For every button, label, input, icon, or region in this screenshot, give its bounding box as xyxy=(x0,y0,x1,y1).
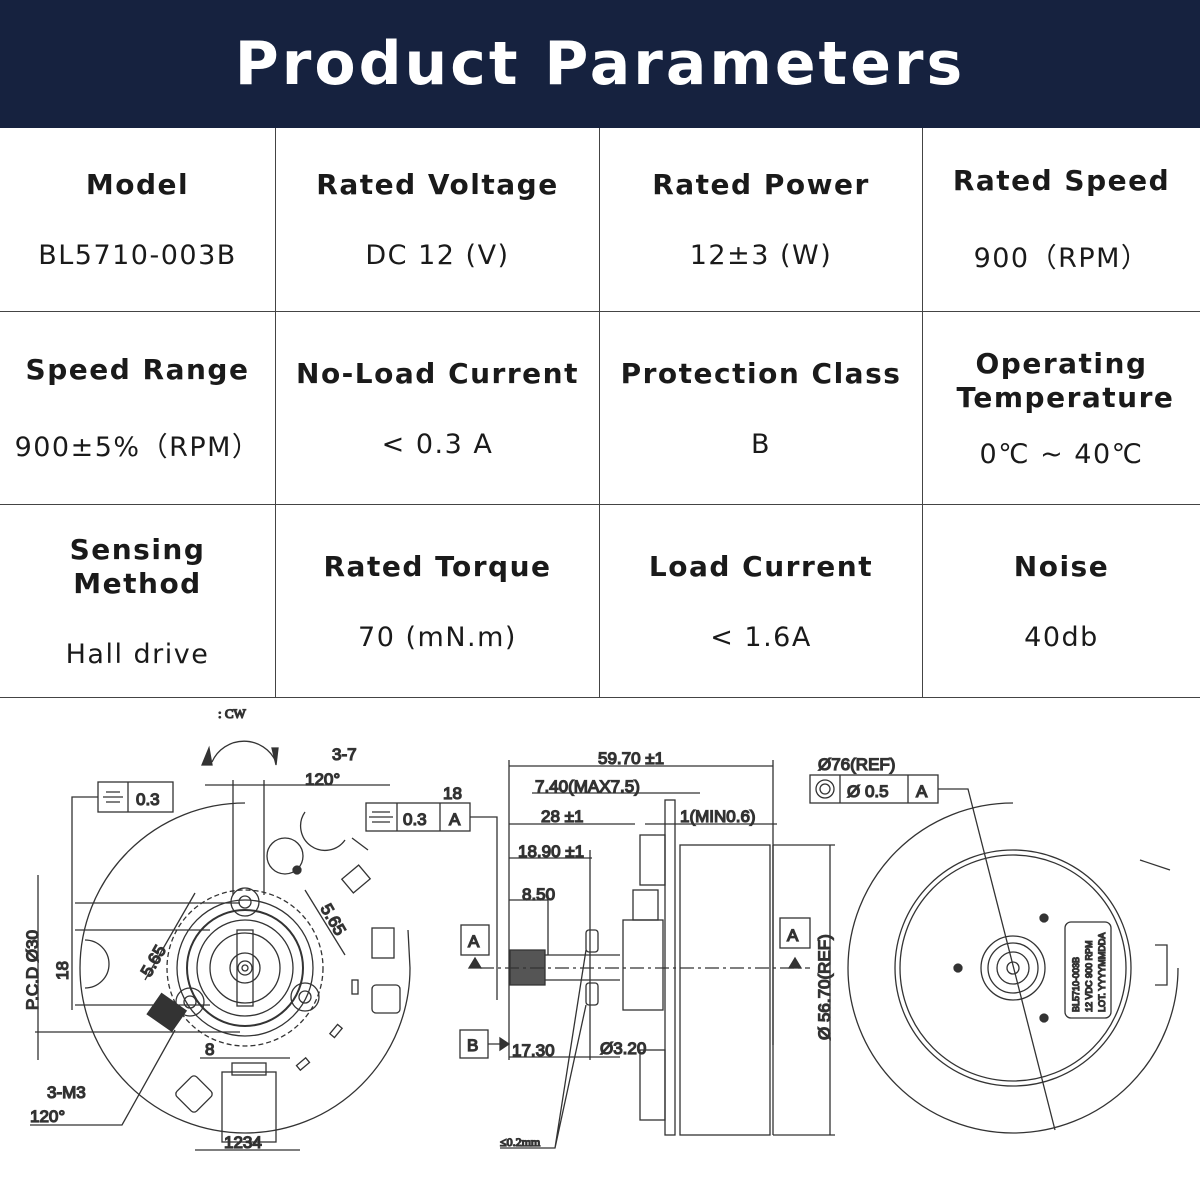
dim-1: 1(MIN0.6) xyxy=(680,807,756,826)
datum-b: B xyxy=(459,1029,511,1059)
param-label: Noise xyxy=(1013,550,1110,583)
param-cell-speed-range: Speed Range 900±5%（RPM） xyxy=(0,312,276,505)
concentricity-box: Ø 0.5 A xyxy=(809,774,939,804)
param-label: Rated Power xyxy=(652,168,870,201)
param-value: Hall drive xyxy=(65,639,210,670)
dim-1730: 17.30 xyxy=(512,1041,555,1060)
param-cell-rated-power: Rated Power 12±3 (W) xyxy=(600,128,923,312)
param-label: Sensing Method xyxy=(69,533,206,600)
angle-bottom-label: 120° xyxy=(30,1107,65,1126)
param-label: Rated Voltage xyxy=(316,168,559,201)
param-label: Speed Range xyxy=(25,352,250,386)
flatness-box: 0.3 xyxy=(97,781,174,813)
back-view: Ø76(REF) Ø 0.5 A BL5710-003B 12 VDC 900 … xyxy=(809,754,1179,1134)
svg-text:A: A xyxy=(787,926,799,945)
screws-label: 3-M3 xyxy=(47,1083,86,1102)
param-cell-rated-voltage: Rated Voltage DC 12 (V) xyxy=(276,128,600,312)
svg-text:12 VDC 900 RPM: 12 VDC 900 RPM xyxy=(1084,940,1094,1012)
datum-a-right: A xyxy=(779,917,811,969)
dim-740: 7.40(MAX7.5) xyxy=(535,777,640,796)
svg-text:B: B xyxy=(467,1036,478,1055)
dim-565-right: 5.65 xyxy=(317,901,350,939)
param-label: Protection Class xyxy=(620,356,902,390)
param-cell-rated-speed: Rated Speed 900（RPM） xyxy=(923,128,1200,312)
param-value: 900（RPM） xyxy=(973,243,1150,274)
param-value: 70 (mN.m) xyxy=(358,622,517,653)
svg-text:A: A xyxy=(468,932,480,951)
param-value: DC 12 (V) xyxy=(365,240,510,271)
param-value: 900±5%（RPM） xyxy=(14,431,261,463)
rotation-arrow-icon xyxy=(211,740,277,763)
param-label: Operating Temperature xyxy=(956,346,1175,414)
dim-diameter-ref: Ø76(REF) xyxy=(818,755,895,774)
param-cell-rated-torque: Rated Torque 70 (mN.m) xyxy=(276,505,600,698)
svg-text:0.3: 0.3 xyxy=(403,810,427,829)
pcd-label: P.C.D Ø30 xyxy=(23,930,42,1010)
param-label: Model xyxy=(85,168,190,201)
dim-8: 8 xyxy=(205,1040,214,1059)
datum-a-left: A xyxy=(460,924,490,969)
svg-text:A: A xyxy=(916,782,928,801)
svg-text:Ø 0.5: Ø 0.5 xyxy=(847,782,889,801)
param-cell-load-current: Load Current < 1.6A xyxy=(600,505,923,698)
param-cell-no-load-current: No-Load Current < 0.3 A xyxy=(276,312,600,505)
side-view: 18 0.3 A 59.70 ±1 7.40(MAX7.5) 28 ±1 1(M… xyxy=(365,748,835,1150)
param-value: 40db xyxy=(1024,622,1099,653)
svg-text:0.3: 0.3 xyxy=(136,790,160,809)
technical-drawing: : CW 3-7 120° 0.3 P.C.D Ø30 18 5.65 xyxy=(0,698,1200,1200)
param-value: < 1.6A xyxy=(710,622,812,653)
dim-28: 28 ±1 xyxy=(541,807,583,826)
param-value: BL5710-003B xyxy=(38,240,237,271)
param-value: 12±3 (W) xyxy=(689,240,833,271)
svg-text:BL5710-003B: BL5710-003B xyxy=(1071,957,1081,1012)
param-value: < 0.3 A xyxy=(381,428,494,460)
dim-18: 18 xyxy=(443,784,462,803)
dim-18-vertical: 18 xyxy=(53,961,72,980)
dim-850: 8.50 xyxy=(522,885,555,904)
dim-diameter-body: Ø 56.70(REF) xyxy=(815,934,834,1040)
angle-label: 120° xyxy=(305,770,340,789)
svg-text:A: A xyxy=(449,810,461,829)
connector-pins-label: 1234 xyxy=(224,1133,262,1152)
rotation-label: : CW xyxy=(218,706,247,721)
tolerance-box: 0.3 A xyxy=(365,802,471,832)
param-label: No-Load Current xyxy=(296,356,579,390)
param-label: Rated Torque xyxy=(323,550,552,583)
param-value: B xyxy=(750,428,772,460)
param-cell-noise: Noise 40db xyxy=(923,505,1200,698)
param-label: Load Current xyxy=(648,550,874,583)
holes-label: 3-7 xyxy=(332,745,357,764)
motor-body xyxy=(679,844,771,1136)
svg-text:LOT. YYYYMMDDA: LOT. YYYYMMDDA xyxy=(1097,933,1107,1012)
param-cell-operating-temperature: Operating Temperature 0℃ ~ 40℃ xyxy=(923,312,1200,505)
runout-label: ≤0.2mm xyxy=(500,1135,541,1149)
page-title: Product Parameters xyxy=(234,29,966,99)
dim-1890: 18.90 ±1 xyxy=(518,842,584,861)
dim-shaft-diameter: Ø3.20 xyxy=(600,1039,646,1058)
header-banner: Product Parameters xyxy=(0,0,1200,128)
motor-label-sticker: BL5710-003B 12 VDC 900 RPM LOT. YYYYMMDD… xyxy=(1064,921,1112,1019)
param-value: 0℃ ~ 40℃ xyxy=(979,438,1144,470)
dim-565-left: 5.65 xyxy=(137,942,170,980)
dim-length-total: 59.70 ±1 xyxy=(598,749,664,768)
pcb-outline xyxy=(79,802,411,1134)
front-view: : CW 3-7 120° 0.3 P.C.D Ø30 18 5.65 xyxy=(22,705,411,1153)
param-label: Rated Speed xyxy=(952,164,1171,197)
